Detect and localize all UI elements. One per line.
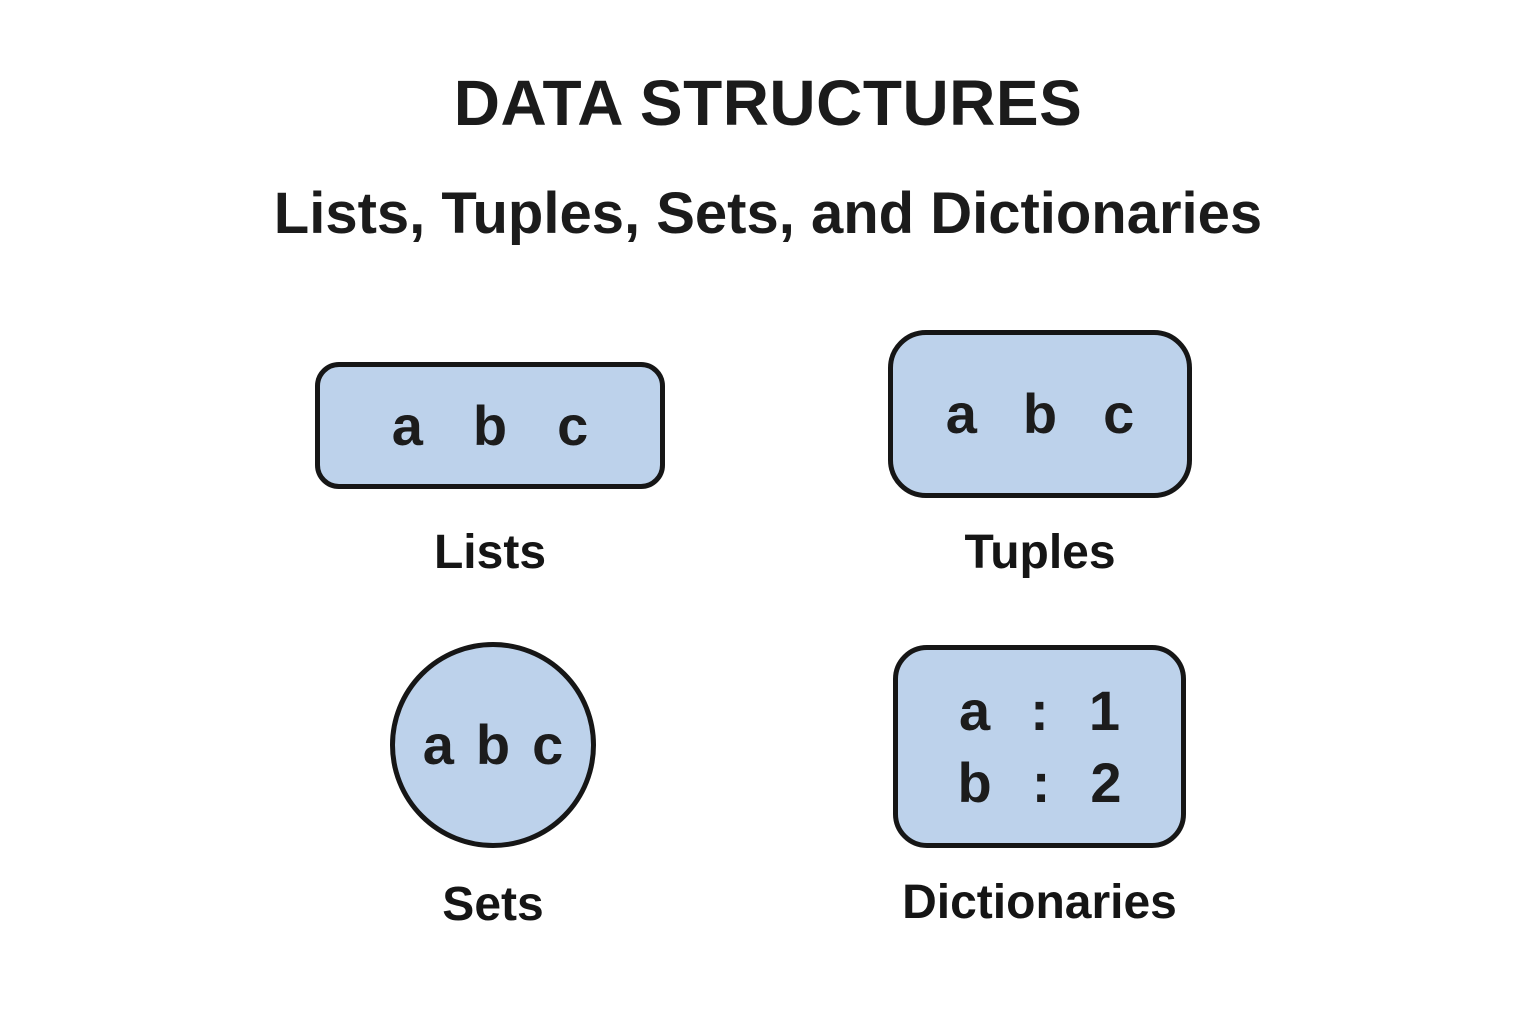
dictionary-entry: a : 1 [959, 678, 1120, 742]
sets-label: Sets [442, 878, 544, 931]
list-item: a [391, 393, 423, 457]
list-item: c [557, 393, 589, 457]
dictionary-value: 2 [1090, 750, 1122, 814]
dictionary-key: a [959, 678, 991, 742]
tuple-item: c [1103, 382, 1135, 445]
set-item: a [422, 713, 454, 776]
set-item: c [532, 713, 564, 776]
dictionaries-shape: a : 1 b : 2 [893, 645, 1186, 848]
tuple-item: a [945, 382, 977, 445]
sets-shape: a b c [390, 642, 596, 848]
lists-shape: a b c [315, 362, 665, 489]
page-title: DATA STRUCTURES [453, 67, 1083, 139]
tuple-item: b [1022, 382, 1058, 445]
dictionary-separator: : [1031, 750, 1051, 814]
page-subtitle: Lists, Tuples, Sets, and Dictionaries [273, 181, 1263, 246]
set-item: b [475, 713, 511, 776]
lists-label: Lists [433, 526, 547, 579]
dictionary-entry: b : 2 [957, 750, 1122, 814]
list-item: b [472, 393, 508, 457]
dictionary-separator: : [1030, 678, 1049, 742]
dictionaries-label: Dictionaries [902, 876, 1177, 929]
dictionary-value: 1 [1088, 678, 1120, 742]
tuples-shape: a b c [888, 330, 1192, 498]
dictionary-key: b [957, 750, 992, 814]
tuples-label: Tuples [964, 526, 1116, 579]
